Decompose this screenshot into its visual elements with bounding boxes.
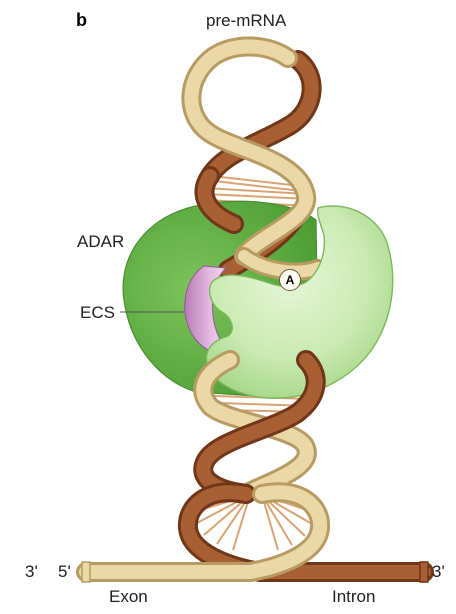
intron-3prime-label: 3'	[432, 563, 445, 580]
exon-label: Exon	[109, 588, 148, 605]
exon-strand-end	[82, 562, 90, 582]
adenosine-badge: A	[279, 269, 301, 291]
intron-strand-end	[420, 562, 428, 582]
adar-label: ADAR	[77, 233, 124, 250]
panel-letter: b	[76, 10, 87, 31]
ecs-label: ECS	[80, 304, 115, 321]
bottom-loops	[86, 492, 424, 572]
exon-5prime-label: 5'	[58, 563, 71, 580]
exon-3prime-label: 3'	[25, 563, 38, 580]
intron-label: Intron	[332, 588, 375, 605]
pre-mrna-label: pre-mRNA	[206, 12, 286, 29]
